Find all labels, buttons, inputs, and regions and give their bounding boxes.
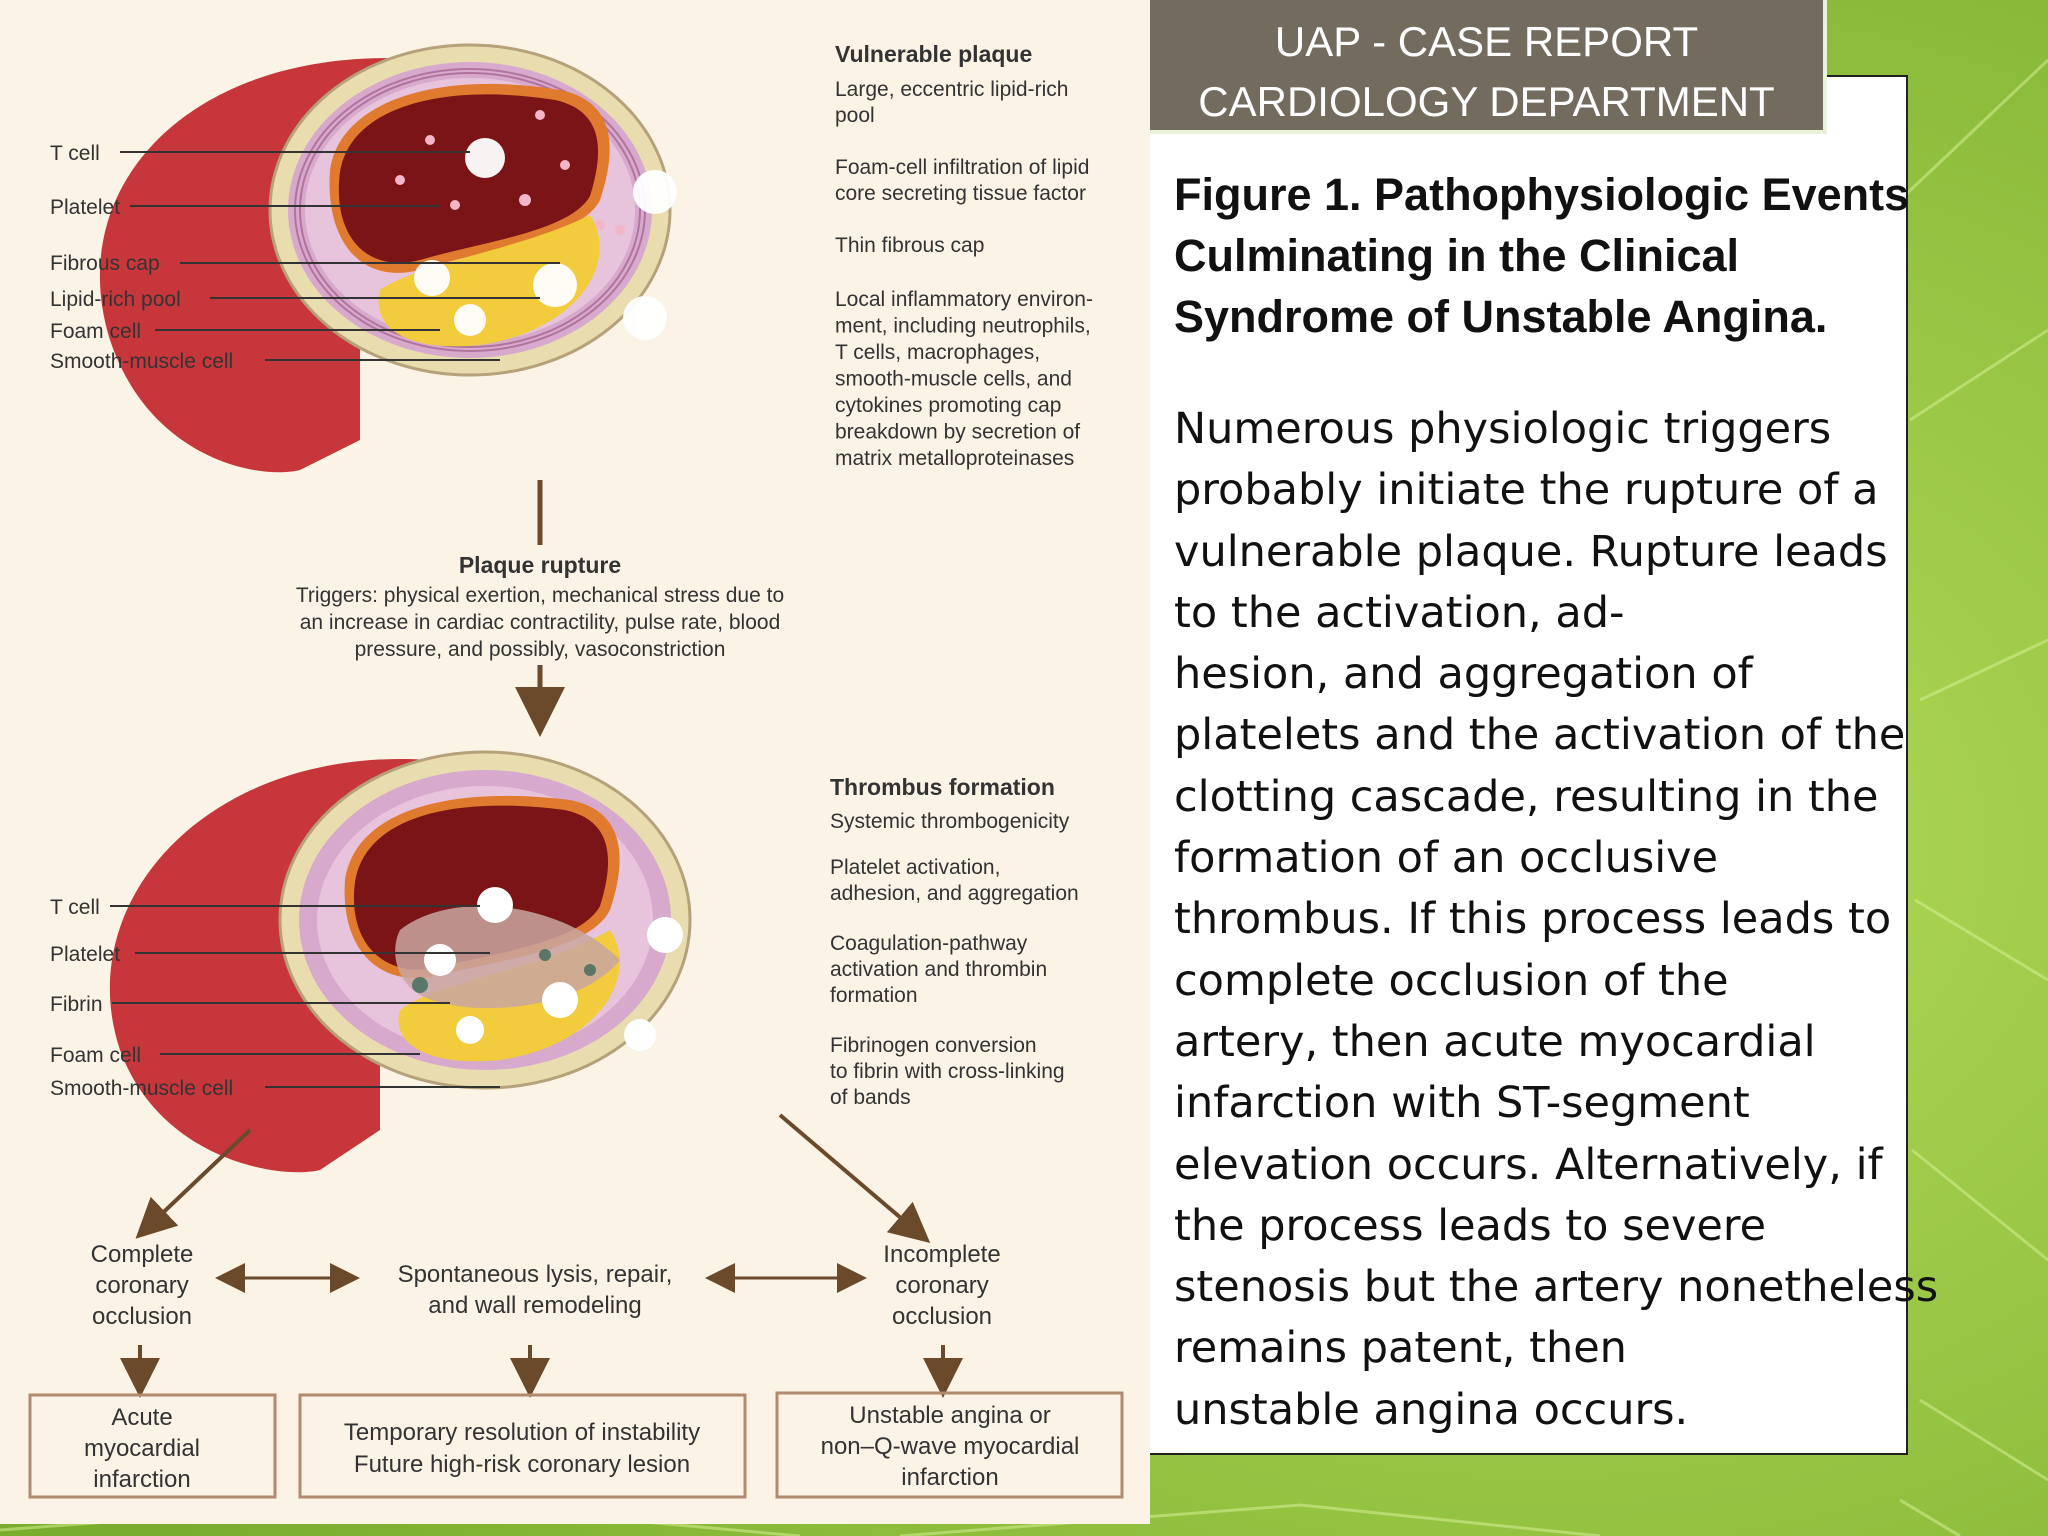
text-line: myocardial (84, 1435, 200, 1462)
outcome-incomplete-occlusion: Incomplete coronary occlusion (883, 1241, 1000, 1330)
text-line: to fibrin with cross-linking (830, 1060, 1065, 1083)
outcome-complete-occlusion: Complete coronary occlusion (91, 1241, 194, 1330)
top-left-callouts: T cell Platelet Fibrous cap Lipid-rich p… (50, 142, 560, 373)
thrombus-note-4: Fibrinogen conversion to fibrin with cros… (830, 1034, 1065, 1109)
text-line: occlusion (892, 1303, 992, 1330)
label-fibrous-cap: Fibrous cap (50, 252, 160, 275)
text-line: Triggers: physical exertion, mechanical … (296, 584, 784, 607)
text-line: Coagulation-pathway (830, 932, 1028, 955)
text-line: T cells, macrophages, (835, 341, 1040, 364)
text-line: Complete (91, 1241, 194, 1268)
pathophysiology-diagram: T cell Platelet Fibrous cap Lipid-rich p… (28, 41, 1124, 1499)
caption-text: Figure 1. Pathophysiologic Events Culmin… (1174, 164, 2034, 1441)
text-line: Incomplete (883, 1241, 1000, 1268)
thrombus-note-1: Systemic thrombogenicity (830, 810, 1070, 833)
vulnerable-note-2: Foam-cell infiltration of lipid core secr… (835, 156, 1089, 205)
text-line: Acute (111, 1404, 172, 1431)
label-platelet-top: Platelet (50, 196, 120, 219)
text-line: activation and thrombin (830, 958, 1047, 981)
plaque-rupture-heading: Plaque rupture (459, 552, 621, 578)
label-smooth-muscle-bottom: Smooth-muscle cell (50, 1077, 233, 1100)
text-line: Unstable angina or (849, 1402, 1050, 1429)
label-t-cell-top: T cell (50, 142, 100, 165)
text-line: Thin fibrous cap (835, 234, 984, 257)
thrombus-illustration (109, 750, 692, 1173)
text-line: infarction (93, 1466, 190, 1493)
vulnerable-note-1: Large, eccentric lipid-rich pool (835, 78, 1068, 127)
outcome-spontaneous-lysis: Spontaneous lysis, repair, and wall remod… (398, 1261, 673, 1319)
text-line: infarction (901, 1464, 998, 1491)
thrombus-note-3: Coagulation-pathway activation and thromb… (830, 932, 1047, 1007)
thrombus-notes: Thrombus formation Systemic thrombogenic… (830, 774, 1079, 1109)
vulnerable-plaque-heading: Vulnerable plaque (835, 41, 1032, 67)
text-line: and wall remodeling (428, 1292, 641, 1319)
text-line: formation (830, 984, 918, 1007)
label-smooth-muscle-top: Smooth-muscle cell (50, 350, 233, 373)
vulnerable-plaque-illustration (99, 43, 677, 473)
header-banner: UAP - CASE REPORT CARDIOLOGY DEPARTMENT (1150, 0, 1827, 134)
thrombus-note-2: Platelet activation, adhesion, and aggreg… (830, 856, 1079, 905)
text-line: adhesion, and aggregation (830, 882, 1079, 905)
text-line: pressure, and possibly, vasoconstriction (355, 638, 726, 661)
text-line: an increase in cardiac contractility, pu… (300, 611, 781, 634)
text-line: Fibrinogen conversion (830, 1034, 1037, 1057)
box-unstable-angina: Unstable angina or non–Q-wave myocardial i… (821, 1402, 1080, 1491)
text-line: coronary (95, 1272, 188, 1299)
text-line: Platelet activation, (830, 856, 1000, 879)
vulnerable-plaque-notes: Vulnerable plaque Large, eccentric lipid… (835, 41, 1093, 470)
text-line: Local inflammatory environ- (835, 288, 1093, 311)
thrombus-heading: Thrombus formation (830, 774, 1055, 800)
text-line: occlusion (92, 1303, 192, 1330)
header-line-1: UAP - CASE REPORT (1274, 18, 1699, 65)
text-line: Systemic thrombogenicity (830, 810, 1070, 833)
text-line: Foam-cell infiltration of lipid (835, 156, 1089, 179)
label-t-cell-bottom: T cell (50, 896, 100, 919)
text-line: pool (835, 104, 875, 127)
text-line: smooth-muscle cells, and (835, 368, 1072, 391)
text-line: matrix metalloproteinases (835, 447, 1074, 470)
label-foam-cell-bottom: Foam cell (50, 1044, 141, 1067)
plaque-rupture-triggers: Triggers: physical exertion, mechanical … (296, 584, 784, 661)
vulnerable-note-3: Thin fibrous cap (835, 234, 984, 257)
label-lipid-rich-pool: Lipid-rich pool (50, 288, 181, 311)
text-line: Future high-risk coronary lesion (354, 1451, 690, 1478)
figure-description: Numerous physiologic triggers probably i… (1174, 404, 1939, 1435)
box-acute-mi: Acute myocardial infarction (84, 1404, 200, 1493)
text-line: cytokines promoting cap (835, 394, 1061, 417)
figure-panel: T cell Platelet Fibrous cap Lipid-rich p… (0, 0, 1150, 1524)
text-line: core secreting tissue factor (835, 182, 1086, 205)
bottom-left-callouts: T cell Platelet Fibrin Foam cell Smooth-… (50, 896, 500, 1100)
text-line: Large, eccentric lipid-rich (835, 78, 1068, 101)
vulnerable-note-4: Local inflammatory environ-ment, includi… (835, 288, 1093, 470)
text-line: non–Q-wave myocardial (821, 1433, 1080, 1460)
text-line: Spontaneous lysis, repair, (398, 1261, 673, 1288)
text-line: Temporary resolution of instability (344, 1419, 700, 1446)
label-fibrin: Fibrin (50, 993, 103, 1016)
text-line: of bands (830, 1086, 911, 1109)
text-line: breakdown by secretion of (835, 421, 1080, 444)
caption-panel (1150, 75, 1908, 1455)
label-platelet-bottom: Platelet (50, 943, 120, 966)
label-foam-cell-top: Foam cell (50, 320, 141, 343)
text-line: coronary (895, 1272, 988, 1299)
header-line-2: CARDIOLOGY DEPARTMENT (1198, 78, 1775, 125)
figure-title: Figure 1. Pathophysiologic Events Culmin… (1174, 169, 1910, 342)
text-line: ment, including neutrophils, (835, 315, 1091, 338)
